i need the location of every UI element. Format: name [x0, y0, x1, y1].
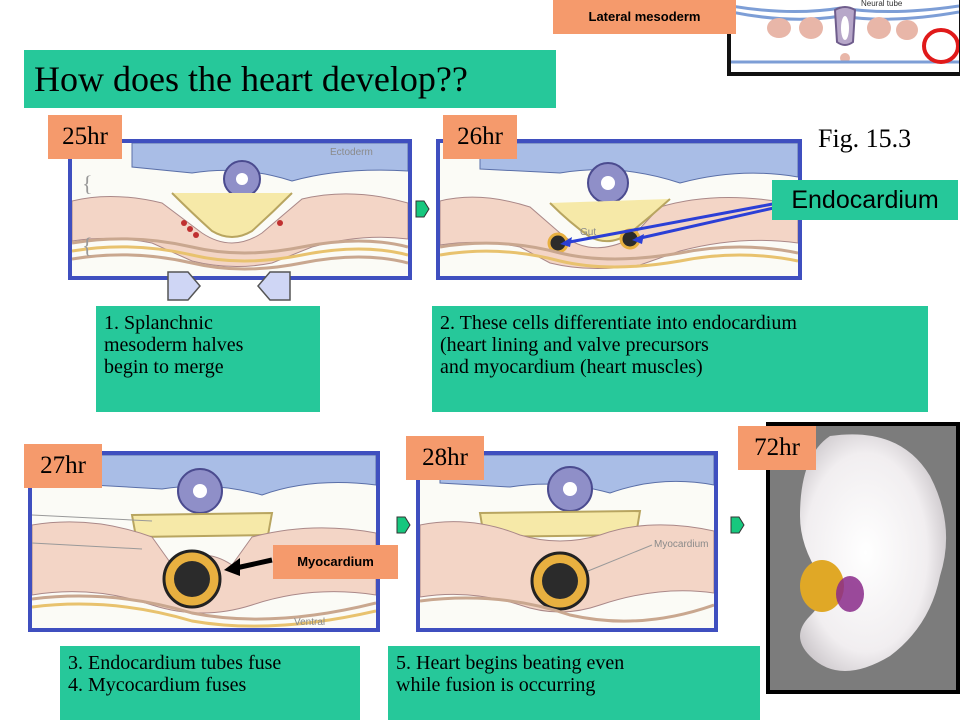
caption-3: 3. Endocardium tubes fuse 4. Mycocardium… [60, 646, 360, 720]
diagram-28hr: Myocardium [416, 451, 718, 632]
stage-label-72hr: 72hr [738, 426, 816, 470]
caption-3-line-2: 4. Mycocardium fuses [68, 674, 247, 696]
caption-2-line-1: 2. These cells differentiate into endoca… [440, 312, 797, 334]
caption-2-line-2: (heart lining and valve precursors [440, 334, 709, 356]
next-arrow-icon [730, 514, 745, 536]
myocardium-text: Myocardium [654, 539, 708, 550]
caption-1-line-3: begin to merge [104, 356, 224, 378]
caption-5: 5. Heart begins beating even while fusio… [388, 646, 760, 720]
left-arrow-icon [256, 268, 292, 309]
neural-tube-inset: Neural tube [727, 0, 960, 76]
caption-5-line-2: while fusion is occurring [396, 674, 596, 696]
caption-3-line-1: 3. Endocardium tubes fuse [68, 652, 282, 674]
stage-label-27hr: 27hr [24, 444, 102, 488]
caption-1-line-1: 1. Splanchnic [104, 312, 213, 334]
stage-label-26hr: 26hr [443, 115, 517, 159]
stage-label-28hr: 28hr [406, 436, 484, 480]
figure-number: Fig. 15.3 [818, 124, 912, 153]
next-arrow-icon [396, 514, 411, 536]
right-arrow-icon [166, 268, 202, 309]
caption-2-line-3: and myocardium (heart muscles) [440, 356, 703, 378]
inset-annotation: Neural tube [861, 0, 903, 8]
myocardium-callout: Myocardium [273, 545, 398, 579]
page-title: How does the heart develop?? [24, 50, 556, 108]
endocardium-callout: Endocardium [772, 180, 958, 220]
ventral-text: Ventral [294, 617, 325, 628]
stage-label-25hr: 25hr [48, 115, 122, 159]
svg-text:{: { [82, 233, 93, 258]
svg-text:{: { [82, 171, 93, 196]
embryo-photo-72hr [766, 422, 960, 694]
caption-2: 2. These cells differentiate into endoca… [432, 306, 928, 412]
lateral-mesoderm-label: Lateral mesoderm [553, 0, 736, 34]
ectoderm-text: Ectoderm [330, 147, 373, 158]
caption-5-line-1: 5. Heart begins beating even [396, 652, 625, 674]
diagram-26hr: Gut [436, 139, 802, 280]
caption-1-line-2: mesoderm halves [104, 334, 244, 356]
caption-1: 1. Splanchnic mesoderm halves begin to m… [96, 306, 320, 412]
next-arrow-icon [415, 198, 430, 220]
pointer-arrow-icon [222, 552, 274, 581]
gut-text: Gut [580, 227, 596, 238]
diagram-25hr: Ectoderm { { [68, 139, 412, 280]
